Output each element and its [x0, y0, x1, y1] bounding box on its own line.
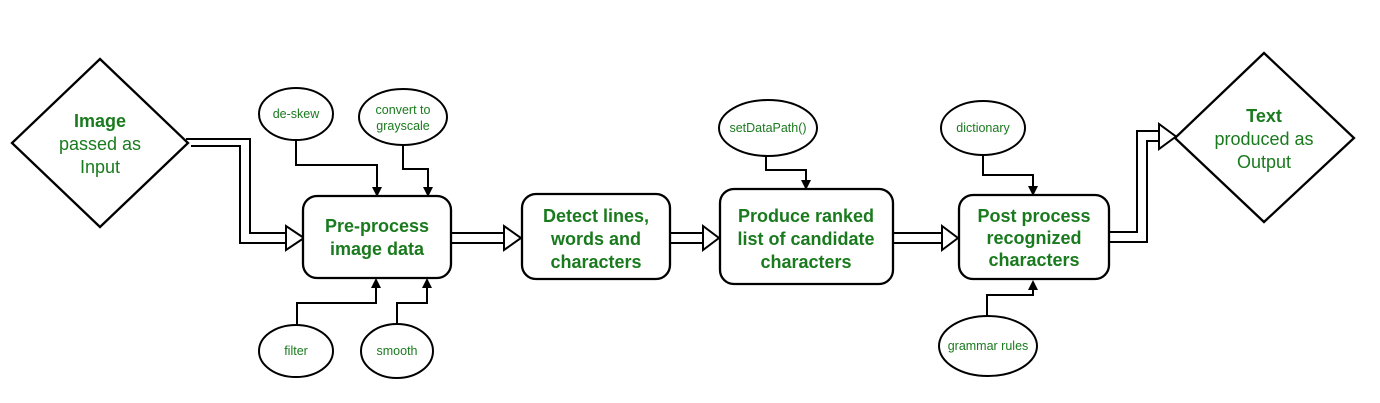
- connector-filter-to-preprocess: [296, 278, 381, 327]
- arrowhead: [372, 187, 382, 197]
- arrowhead: [503, 224, 523, 252]
- connector-grammar-to-postprocess: [986, 280, 1038, 316]
- input-diamond-line2: passed as: [59, 134, 141, 154]
- preprocess-line2: image data: [330, 239, 425, 259]
- output-diamond-line2: produced as: [1214, 129, 1313, 149]
- output-diamond-line1: Text: [1246, 106, 1282, 126]
- node-output-diamond: Text produced as Output: [1173, 51, 1356, 224]
- ellipse-shape: [938, 315, 1038, 377]
- connector-setdatapath-to-produce: [765, 155, 811, 190]
- deskew-label: de-skew: [273, 107, 321, 121]
- input-diamond-line1: Image: [74, 111, 126, 131]
- connector-line: [396, 288, 428, 325]
- output-diamond-line3: Output: [1237, 152, 1291, 172]
- arrowhead: [422, 278, 432, 288]
- grammar-label: grammar rules: [948, 339, 1029, 353]
- connector-smooth-to-preprocess: [396, 278, 432, 325]
- dictionary-label: dictionary: [956, 121, 1010, 135]
- rect-shape: [718, 187, 895, 286]
- arrow-preprocess-to-detect: [451, 224, 523, 252]
- node-deskew: de-skew: [258, 87, 334, 141]
- rect-shape: [957, 193, 1111, 281]
- node-smooth: smooth: [360, 323, 434, 379]
- arrowhead: [1028, 280, 1038, 290]
- grayscale-line1: convert to: [376, 103, 431, 117]
- arrow-outer-line: [1110, 140, 1160, 243]
- arrow-outer-line: [186, 138, 287, 234]
- ellipse-shape: [718, 99, 818, 157]
- arrow-input-to-preprocess: [186, 138, 306, 252]
- grayscale-line2: grayscale: [376, 119, 430, 133]
- node-setdatapath: setDataPath(): [718, 99, 818, 157]
- connector-line: [982, 155, 1034, 187]
- rect-shape: [301, 194, 453, 280]
- produce-line2: list of candidate: [737, 229, 874, 249]
- node-grammar: grammar rules: [938, 315, 1038, 377]
- arrowhead: [941, 224, 960, 252]
- connector-dictionary-to-postprocess: [982, 155, 1038, 196]
- arrowhead: [1158, 122, 1178, 151]
- preprocess-line1: Pre-process: [325, 216, 429, 236]
- ellipse-shape: [360, 323, 434, 379]
- connector-grayscale-to-preprocess: [402, 145, 433, 197]
- arrowhead: [1028, 186, 1038, 196]
- node-filter: filter: [258, 324, 334, 378]
- node-detect: Detect lines, words and characters: [520, 192, 672, 281]
- diamond-shape: [10, 57, 190, 229]
- ellipse-shape: [358, 88, 448, 146]
- node-postprocess: Post process recognized characters: [957, 193, 1111, 281]
- postprocess-line2: recognized: [986, 228, 1081, 248]
- produce-line1: Produce ranked: [738, 206, 874, 226]
- connector-deskew-to-preprocess: [295, 140, 382, 197]
- arrowhead: [801, 180, 811, 190]
- rect-shape: [520, 192, 672, 281]
- detect-line2: words and: [550, 229, 641, 249]
- node-grayscale: convert to grayscale: [358, 88, 448, 146]
- node-produce: Produce ranked list of candidate charact…: [718, 187, 895, 286]
- ellipse-shape: [258, 324, 334, 378]
- input-diamond-line3: Input: [80, 157, 120, 177]
- smooth-label: smooth: [377, 344, 418, 358]
- detect-line3: characters: [550, 252, 641, 272]
- arrow-postprocess-to-output: [1110, 122, 1178, 243]
- ellipse-shape: [258, 87, 334, 141]
- arrowhead: [702, 224, 721, 252]
- arrow-produce-to-postprocess: [893, 224, 960, 252]
- postprocess-line1: Post process: [977, 206, 1090, 226]
- connector-line: [765, 155, 807, 181]
- arrow-inner-line: [1110, 130, 1160, 233]
- arrowhead: [371, 278, 381, 288]
- produce-line3: characters: [760, 252, 851, 272]
- detect-line1: Detect lines,: [543, 206, 649, 226]
- setdatapath-label: setDataPath(): [729, 121, 806, 135]
- connector-line: [402, 145, 429, 188]
- arrowhead: [285, 224, 306, 252]
- arrowhead: [423, 187, 433, 197]
- connector-line: [295, 140, 378, 188]
- connector-line: [986, 290, 1034, 316]
- node-input-diamond: Image passed as Input: [10, 57, 190, 229]
- arrow-inner-line: [191, 145, 287, 244]
- filter-label: filter: [284, 344, 308, 358]
- node-preprocess: Pre-process image data: [301, 194, 453, 280]
- arrow-detect-to-produce: [670, 224, 721, 252]
- postprocess-line3: characters: [988, 250, 1079, 270]
- diamond-shape: [1173, 51, 1356, 224]
- node-dictionary: dictionary: [940, 100, 1026, 156]
- connector-line: [296, 288, 377, 327]
- ellipse-shape: [940, 100, 1026, 156]
